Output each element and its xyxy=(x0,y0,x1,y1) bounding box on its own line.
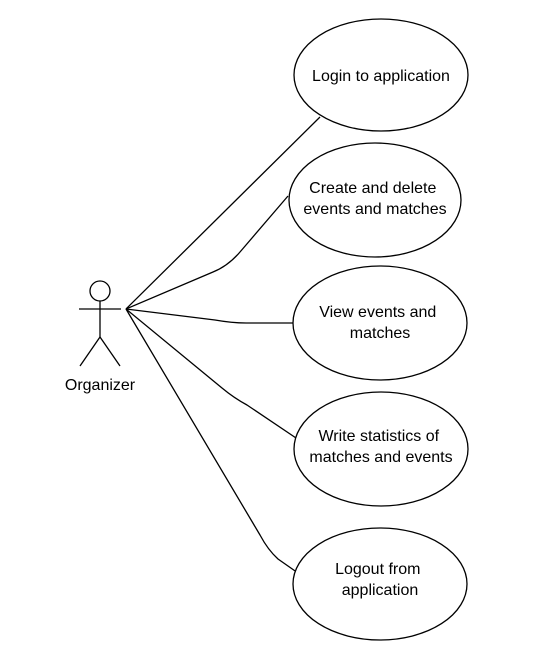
use-case-ellipse xyxy=(292,527,468,641)
actor-left-leg xyxy=(79,336,101,367)
use-case-ellipse xyxy=(292,265,468,381)
association-view xyxy=(125,308,295,324)
association-statistics xyxy=(125,308,300,441)
use-case-label: View events and matches xyxy=(319,304,441,342)
use-case-label: Create and delete events and matches xyxy=(303,180,446,218)
use-case-login: Login to application xyxy=(293,18,469,132)
use-case-create-delete: Create and delete events and matches xyxy=(288,142,462,258)
association-login xyxy=(125,116,321,310)
use-case-label: Login to application xyxy=(312,68,450,85)
actor-label: Organizer xyxy=(65,377,136,394)
use-case-view: View events and matches xyxy=(292,265,468,381)
actor-organizer: Organizer xyxy=(65,280,136,394)
actor-right-leg xyxy=(99,336,121,367)
use-case-ellipse xyxy=(293,18,469,132)
use-case-label: Logout from application xyxy=(335,561,425,599)
use-case-logout: Logout from application xyxy=(292,527,468,641)
use-case-statistics: Write statistics of matches and events xyxy=(293,391,469,507)
use-case-ellipse xyxy=(288,142,462,258)
use-case-label: Write statistics of matches and events xyxy=(309,428,452,466)
association-create-delete xyxy=(125,195,289,310)
use-case-ellipse xyxy=(293,391,469,507)
association-logout xyxy=(125,308,299,574)
associations xyxy=(125,116,321,574)
actor-head xyxy=(89,280,111,302)
